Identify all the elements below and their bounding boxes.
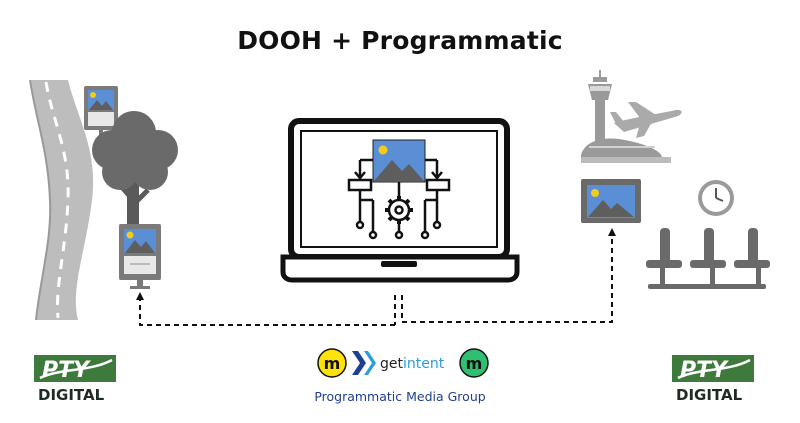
arrow-heads — [136, 228, 616, 300]
pty-logo-left-top: PTY — [42, 358, 91, 383]
pmg-yellow-badge — [317, 348, 347, 378]
gear-icon — [347, 158, 451, 240]
terminal-icon — [581, 138, 671, 163]
getintent-mark-icon — [352, 351, 376, 375]
billboard-icon — [84, 86, 118, 138]
partners-caption: Programmatic Media Group — [314, 389, 486, 404]
page-title: DOOH + Programmatic — [237, 26, 563, 55]
image-icon — [372, 139, 426, 183]
getintent-wordmark: getintent — [380, 356, 445, 372]
tree-icon — [92, 111, 178, 233]
pmg-green-badge — [459, 348, 489, 378]
road-icon — [29, 79, 94, 321]
pty-logo-left-bottom: DIGITAL — [38, 386, 105, 404]
getintent-part1: get — [380, 356, 404, 372]
badge-letter-yellow: m — [324, 354, 341, 373]
clock-icon — [698, 180, 734, 216]
pty-logo-left — [34, 355, 116, 382]
getintent-part2: intent — [403, 356, 445, 372]
seating-icon — [646, 228, 770, 289]
airplane-icon — [610, 102, 682, 138]
pty-logo-right-top: PTY — [680, 358, 729, 383]
billboard-icon — [581, 179, 641, 223]
billboard-icon — [119, 224, 161, 289]
control-tower-icon — [588, 70, 612, 142]
network-arrows — [139, 234, 613, 326]
badge-letter-green: m — [466, 354, 483, 373]
pty-logo-right-bottom: DIGITAL — [676, 386, 743, 404]
pty-logo-right — [672, 355, 754, 382]
